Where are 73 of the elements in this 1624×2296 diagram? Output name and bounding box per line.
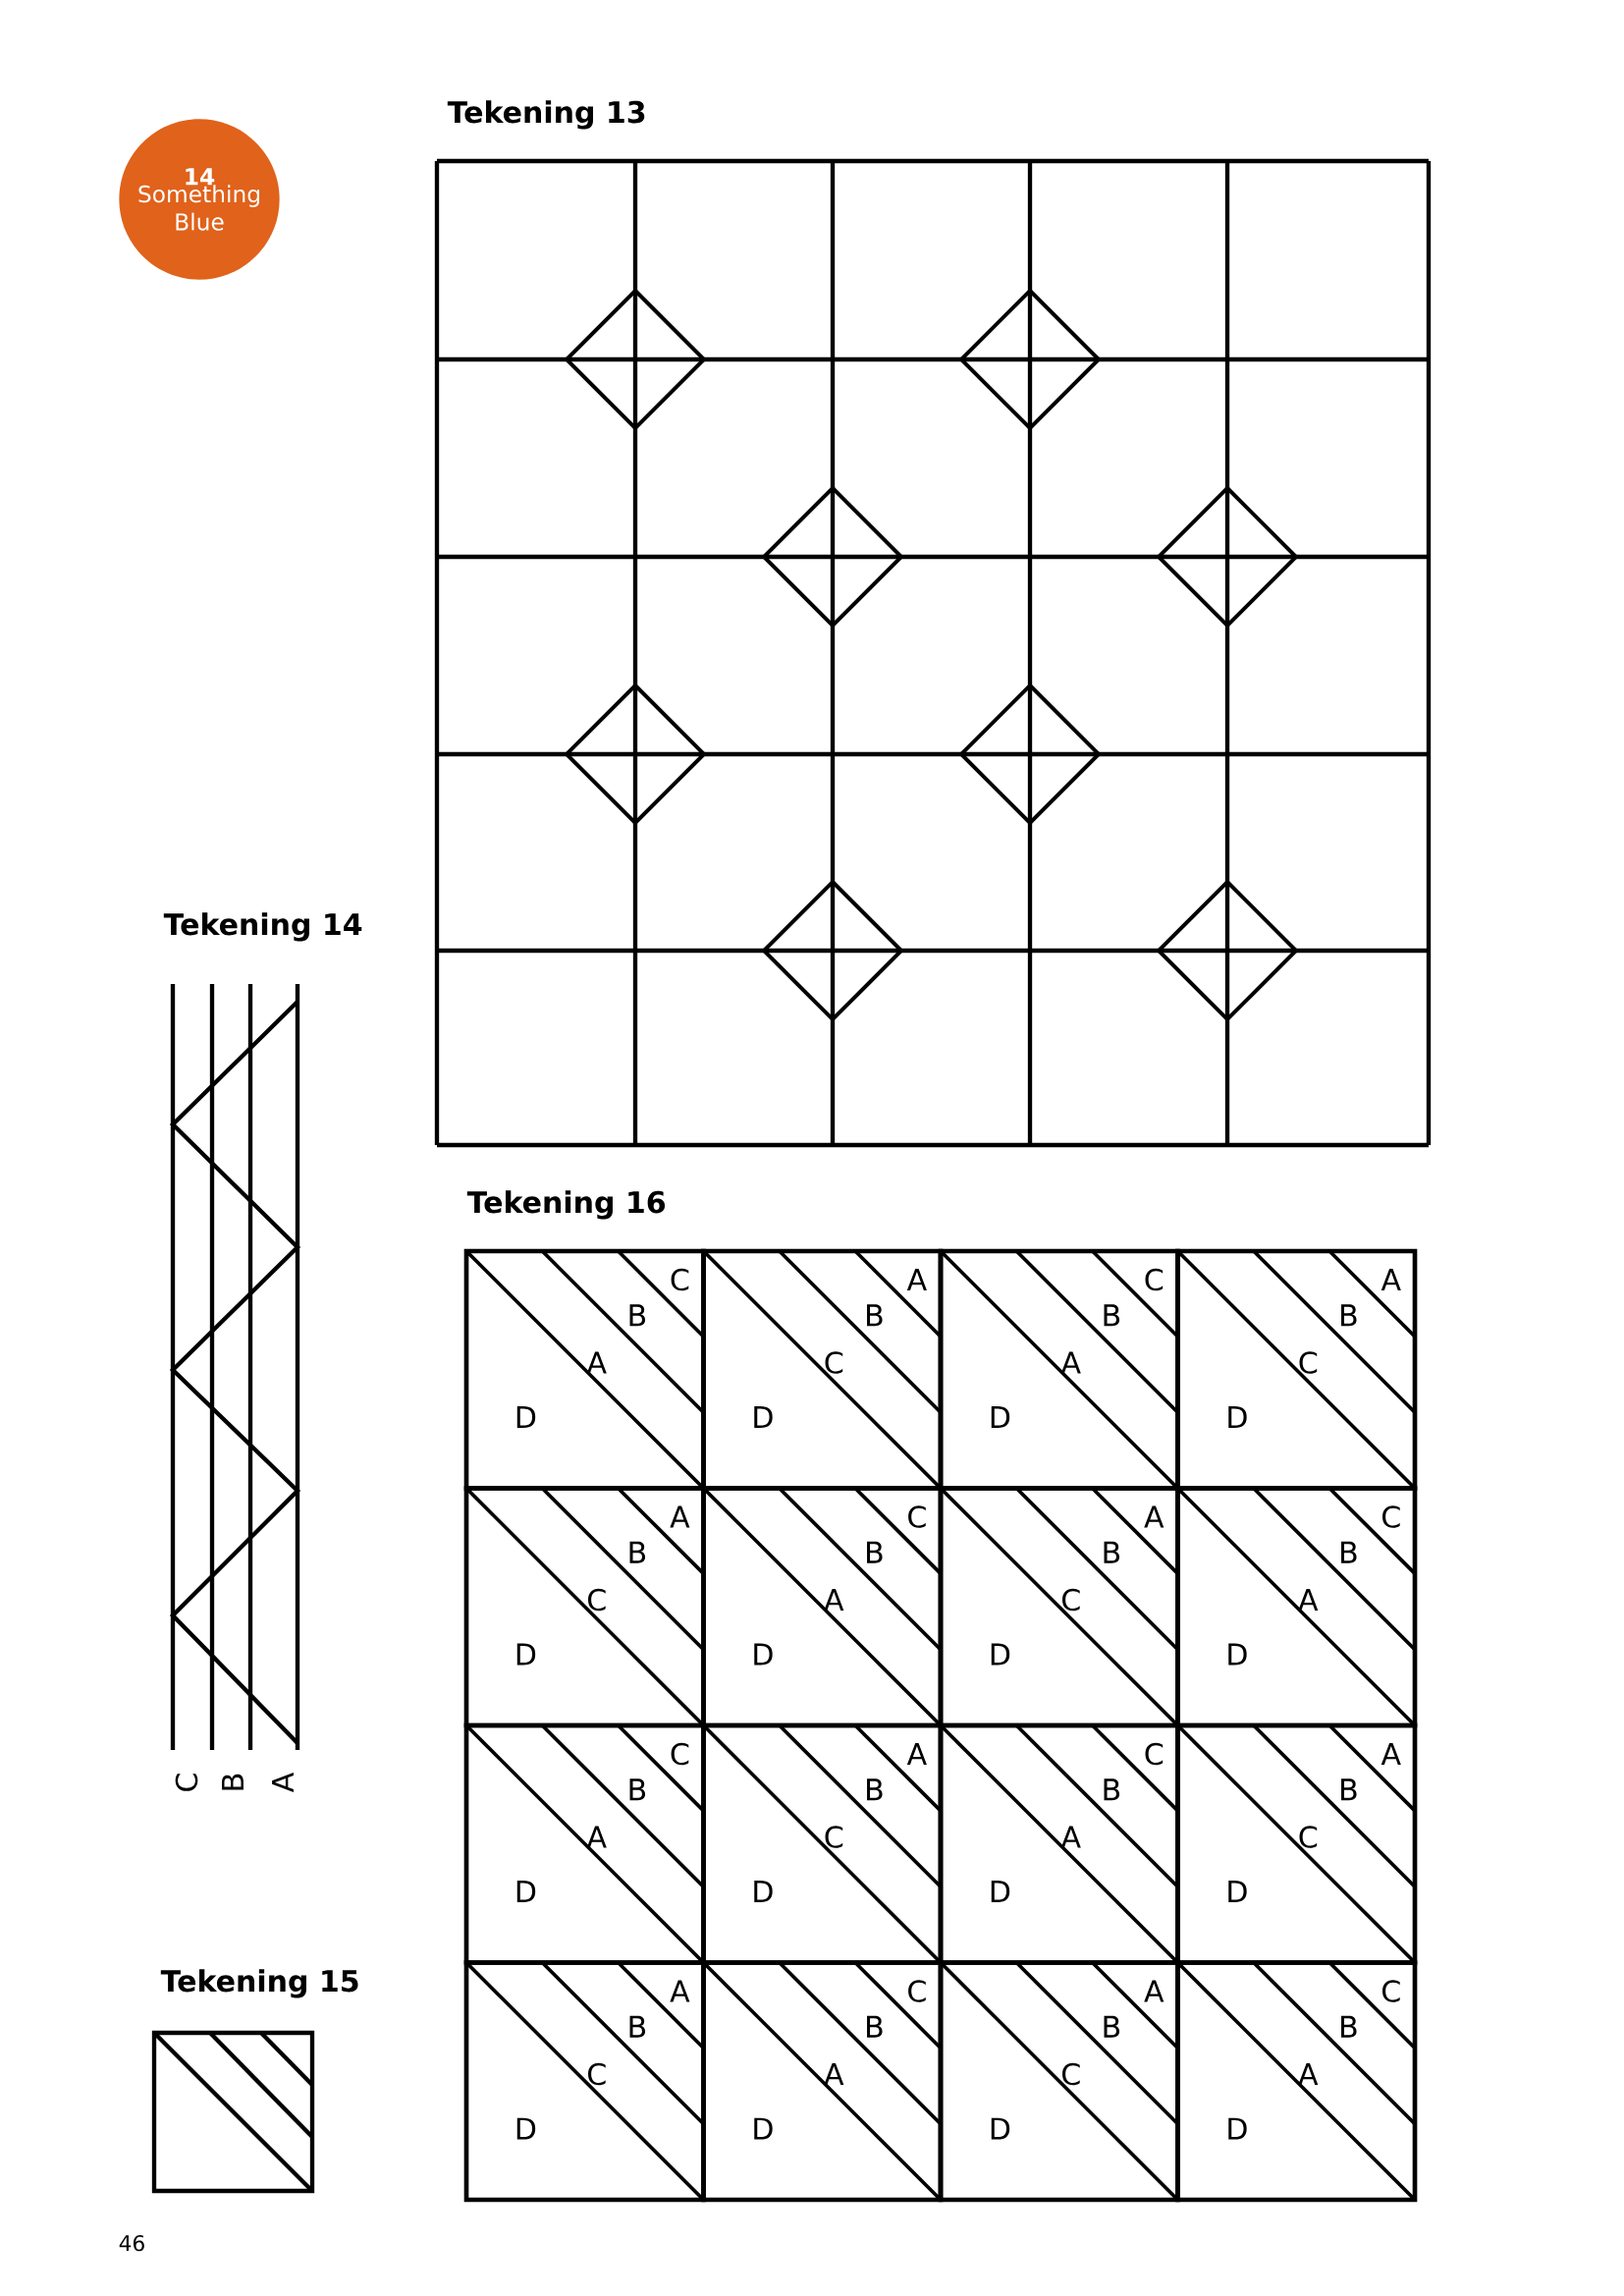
patch-letter: A <box>1060 1826 1081 1848</box>
patch-letter: B <box>629 1541 646 1563</box>
strip-letter: B <box>222 1774 244 1790</box>
patch-letter: D <box>754 1406 773 1428</box>
strip-letter: A <box>272 1773 294 1793</box>
patch-letter: A <box>1298 2063 1319 2085</box>
patch-letter: D <box>754 1643 773 1666</box>
patch-letter: B <box>867 1541 883 1563</box>
figure-title: Tekening 13 <box>447 100 645 130</box>
patch-letter: C <box>1145 1742 1164 1766</box>
patch-letter: D <box>1228 2117 1247 2140</box>
patch-letter: C <box>908 1980 926 2002</box>
patch-letter: C <box>1382 1980 1400 2002</box>
patch-letter: C <box>1299 1826 1318 1848</box>
patch-letter: C <box>1382 1505 1400 1528</box>
patch-letter: D <box>991 1881 1010 1902</box>
patch-letter: C <box>1062 2062 1080 2086</box>
patch-letter: A <box>1060 1351 1081 1374</box>
patch-letter: D <box>516 1643 536 1666</box>
patch-letter: B <box>629 2015 646 2038</box>
patch-letter: A <box>1380 1743 1401 1765</box>
figure-title: Tekening 15 <box>160 1969 358 1998</box>
patch-letter: D <box>991 1643 1010 1666</box>
patch-letter: C <box>1145 1268 1164 1291</box>
patch-letter: D <box>516 1881 536 1902</box>
patch-letter: C <box>671 1742 689 1766</box>
patch-letter: B <box>1341 1304 1357 1327</box>
patch-letter: C <box>1062 1588 1080 1612</box>
figure-title: Tekening 14 <box>163 912 362 942</box>
patch-letter: A <box>1380 1269 1401 1290</box>
patch-letter: C <box>825 1826 843 1848</box>
patch-letter: A <box>824 1589 844 1611</box>
patch-letter: D <box>516 2117 536 2140</box>
patch-letter: A <box>1144 1980 1164 2002</box>
badge: 14 Something Blue <box>119 119 280 280</box>
patch-letter: C <box>671 1268 689 1291</box>
patch-letter: D <box>516 1406 536 1428</box>
patch-letter: B <box>629 1304 646 1327</box>
patch-letter: B <box>1341 1541 1357 1563</box>
patch-letter: B <box>1104 1304 1120 1327</box>
patch-letter: B <box>1341 1778 1357 1801</box>
patch-letter: A <box>906 1269 927 1290</box>
patch-letter: A <box>1298 1589 1319 1611</box>
patch-letter: A <box>586 1351 607 1374</box>
patch-letter: B <box>629 1778 646 1801</box>
patch-letter: B <box>1341 2015 1357 2038</box>
patch-letter: A <box>670 1980 690 2002</box>
patch-letter: D <box>754 1881 773 1902</box>
patch-letter: D <box>754 2117 773 2140</box>
strip-letter: C <box>175 1774 198 1791</box>
patch-letter: A <box>824 2063 844 2085</box>
patch-letter: D <box>1228 1881 1247 1902</box>
patch-letter: C <box>908 1505 926 1528</box>
patch-letter: B <box>867 2015 883 2038</box>
patch-letter: D <box>1228 1643 1247 1666</box>
patch-letter: C <box>588 2062 606 2086</box>
patch-letter: D <box>991 1406 1010 1428</box>
patch-letter: B <box>867 1778 883 1801</box>
patch-letter: D <box>1228 1406 1247 1428</box>
patch-letter: C <box>1299 1351 1318 1374</box>
patch-letter: A <box>906 1743 927 1765</box>
patch-letter: B <box>1104 1778 1120 1801</box>
patch-letter: B <box>1104 2015 1120 2038</box>
figure-title: Tekening 16 <box>466 1190 666 1220</box>
patch-letter: A <box>670 1505 690 1528</box>
patch-letter: A <box>1144 1505 1164 1528</box>
patch-letter: A <box>586 1826 607 1848</box>
patch-letter: B <box>867 1304 883 1327</box>
patch-letter: C <box>588 1588 606 1612</box>
patch-letter: B <box>1104 1541 1120 1563</box>
patch-letter: C <box>825 1351 843 1374</box>
patch-letter: D <box>991 2117 1010 2140</box>
page-number: 46 <box>119 2235 144 2252</box>
